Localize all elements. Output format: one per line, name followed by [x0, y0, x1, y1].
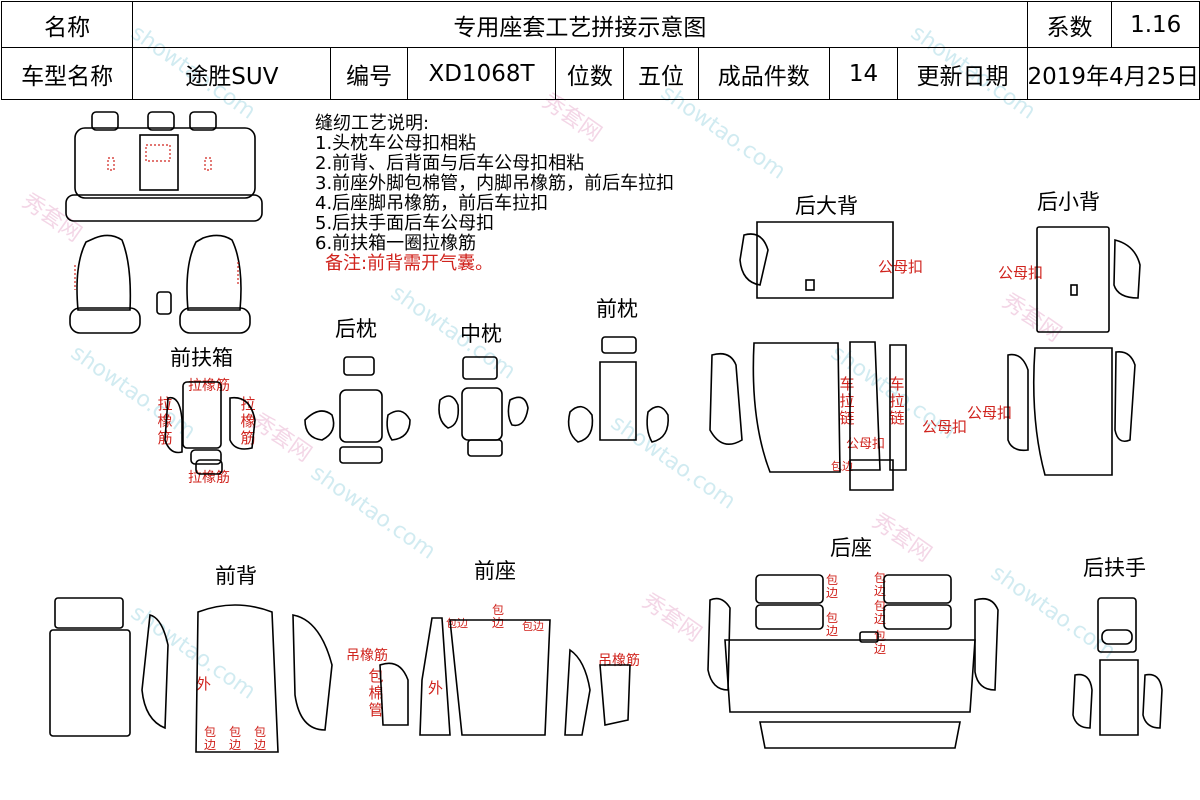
annotation-edge-binding-vertical: 包边 — [253, 725, 266, 752]
annotation-edge-binding: 包边 — [522, 620, 544, 633]
annotation-edge-binding-vertical: 包边 — [873, 571, 886, 598]
label-rear-small-back: 后小背 — [1037, 190, 1100, 214]
annotation-edge-binding-vertical: 包边 — [825, 611, 838, 638]
annotation-hang-elastic: 吊橡筋 — [346, 648, 388, 664]
rear-armrest-pieces — [1072, 597, 1163, 736]
label-front-armrest-box: 前扶箱 — [170, 346, 233, 370]
label-rear-armrest: 后扶手 — [1083, 556, 1146, 580]
label-rear-headrest: 后枕 — [335, 317, 377, 341]
annotation-edge-binding: 包边 — [831, 460, 853, 473]
model-value: 途胜SUV — [132, 47, 332, 100]
label-middle-headrest: 中枕 — [460, 322, 502, 346]
notes-item: 2.前背、后背面与后车公母扣相粘 — [315, 153, 585, 174]
coef-label: 系数 — [1026, 1, 1113, 48]
rear-headrest-pieces — [304, 356, 411, 464]
notes-remark: 备注:前背需开气囊。 — [325, 253, 494, 274]
annotation-velcro: 公母扣 — [922, 418, 968, 436]
notes-title: 缝纫工艺说明: — [315, 113, 430, 134]
front-back-pieces — [49, 597, 333, 753]
code-value: XD1068T — [406, 47, 557, 100]
pieces-value: 14 — [828, 47, 899, 100]
overview-rear-bench — [65, 111, 263, 222]
notes-item: 5.后扶手面后车公母扣 — [315, 213, 495, 234]
annotation-outer: 外 — [196, 675, 212, 693]
overview-front-seats — [69, 234, 251, 334]
notes-item: 4.后座脚吊橡筋，前后车拉扣 — [315, 193, 549, 214]
annotation-cotton-tube: 包棉管 — [368, 667, 384, 719]
annotation-velcro: 公母扣 — [998, 264, 1044, 282]
annotation-edge-binding-vertical: 包边 — [873, 599, 886, 626]
front-armrest-box-pieces — [164, 381, 256, 475]
label-front-headrest: 前枕 — [596, 297, 638, 321]
annotation-outer: 外 — [428, 679, 444, 697]
date-label: 更新日期 — [897, 47, 1028, 100]
annotation-velcro: 公母扣 — [967, 404, 1013, 422]
annotation-edge-binding-vertical: 包边 — [825, 573, 838, 600]
seat-label: 位数 — [555, 47, 625, 100]
annotation-edge-binding-vertical: 包边 — [228, 725, 241, 752]
label-front-seat: 前座 — [474, 559, 516, 583]
code-label: 编号 — [330, 47, 408, 100]
label-front-back: 前背 — [215, 564, 257, 588]
front-headrest-pieces — [567, 336, 669, 443]
label-rear-big-back: 后大背 — [795, 194, 858, 218]
label-rear-seat: 后座 — [830, 536, 872, 560]
annotation-velcro: 公母扣 — [878, 258, 924, 276]
sewing-notes: 缝纫工艺说明: 1.头枕车公母扣相粘 2.前背、后背面与后车公母扣相粘 3.前座… — [315, 114, 674, 274]
header-table: 名称 专用座套工艺拼接示意图 系数 1.16 车型名称 途胜SUV 编号 XD1… — [0, 1, 1200, 100]
pieces-label: 成品件数 — [697, 47, 830, 100]
rear-big-back-pieces — [709, 221, 907, 491]
notes-item: 3.前座外脚包棉管，内脚吊橡筋，前后车拉扣 — [315, 173, 675, 194]
annotation-car-pull-chain: 车拉链 — [889, 375, 905, 427]
annotation-edge-binding-vertical: 包边 — [203, 725, 216, 752]
front-seat-pieces — [379, 617, 631, 736]
seat-value: 五位 — [623, 47, 699, 100]
rear-seat-pieces — [707, 574, 999, 749]
rear-small-back-pieces — [1007, 226, 1141, 476]
annotation-velcro: 公母扣 — [846, 437, 886, 452]
model-label: 车型名称 — [0, 47, 134, 100]
date-value: 2019年4月25日 — [1026, 47, 1200, 100]
name-label: 名称 — [0, 1, 134, 48]
page-title: 专用座套工艺拼接示意图 — [132, 1, 1028, 48]
notes-item: 1.头枕车公母扣相粘 — [315, 133, 477, 154]
notes-item: 6.前扶箱一圈拉橡筋 — [315, 233, 477, 254]
middle-headrest-pieces — [438, 356, 529, 457]
